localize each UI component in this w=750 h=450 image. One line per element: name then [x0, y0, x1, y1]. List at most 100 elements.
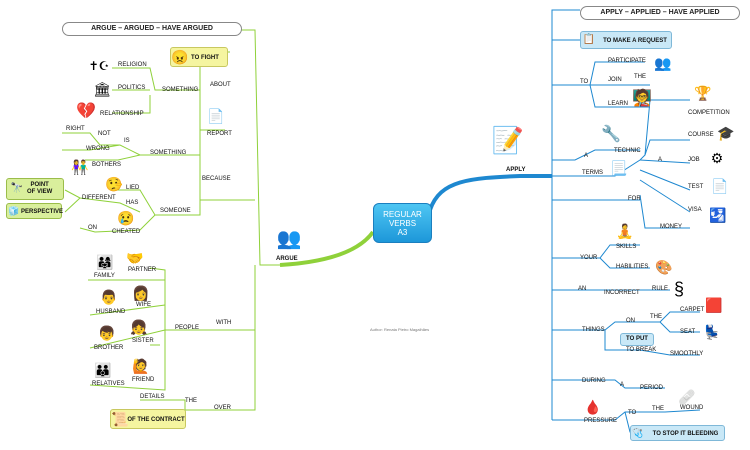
argue-title: ARGUE – ARGUED – HAVE ARGUED — [62, 22, 242, 36]
to-label-stop: TO — [628, 410, 637, 416]
for-label: FOR — [628, 196, 641, 202]
different-label: DIFFERENT — [82, 195, 116, 201]
central-topic[interactable]: REGULAR VERBS A3 — [373, 203, 432, 243]
job-gears-icon: ⚙ — [710, 150, 724, 166]
team-icon: 👥 — [654, 55, 672, 71]
test-label: TEST — [688, 184, 704, 190]
to-put-label: TO PUT — [626, 336, 648, 342]
paint-palette-icon: 🎨 — [655, 259, 673, 275]
wrong-label: WRONG — [86, 146, 110, 152]
to-stop-bleeding-label: TO STOP IT BLEEDING — [652, 431, 719, 437]
perspective-label: PERSPECTIVE — [21, 209, 64, 215]
wound-label: WOUND — [680, 405, 704, 411]
point-of-view-node[interactable]: 🔭 POINT OF VIEW — [6, 178, 64, 200]
visa-label: VISA — [688, 207, 702, 213]
family-icon: 👨‍👩‍👧 — [96, 254, 114, 270]
brother-label: BROTHER — [94, 345, 124, 351]
religion-symbols-icon: ✝☪ — [88, 59, 110, 73]
binoculars-icon: 🔭 — [10, 183, 24, 194]
join-label: JOIN — [608, 77, 622, 83]
center-line-1: REGULAR — [383, 209, 422, 219]
is-label: IS — [124, 138, 130, 144]
perspective-node[interactable]: PERSPECTIVE — [6, 203, 64, 219]
technic-label: TECHNIC — [614, 148, 641, 154]
apply-label: APPLY — [506, 167, 526, 173]
to-stop-bleeding-node[interactable]: TO STOP IT BLEEDING — [630, 425, 725, 441]
because-label: BECAUSE — [202, 176, 231, 182]
a-label-for: A — [658, 157, 663, 163]
smoothly-label: SMOOTHLY — [670, 351, 704, 357]
to-fight-label: TO FIGHT — [191, 55, 219, 61]
lying-face-icon: 🤥 — [105, 176, 123, 192]
job-label: JOB — [688, 157, 700, 163]
your-label: YOUR — [580, 255, 598, 261]
friend-icon: 🙋 — [132, 358, 150, 374]
over-label: OVER — [214, 405, 232, 411]
rule-label: RULE — [652, 286, 669, 292]
passport-icon: 🛂 — [709, 207, 727, 223]
argue-label: ARGUE — [276, 256, 298, 262]
the-label-join: THE — [634, 74, 646, 80]
competition-label: COMPETITION — [688, 110, 730, 116]
partner-label: PARTNER — [128, 267, 157, 273]
terms-label: TERMS — [582, 170, 603, 176]
report-icon: 📄 — [207, 108, 225, 124]
husband-icon: 👨 — [100, 289, 118, 305]
cheated-label: CHEATED — [112, 229, 141, 235]
family-label: FAMILY — [94, 273, 115, 279]
money-label: MONEY — [660, 224, 683, 230]
center-line-3: A3 — [397, 227, 408, 237]
car-seat-icon: 💺 — [703, 324, 721, 340]
during-label: DURING — [582, 378, 606, 384]
course-label: COURSE — [688, 132, 714, 138]
with-label: WITH — [216, 320, 232, 326]
point-of-view-line-2: OF VIEW — [27, 189, 53, 195]
to-make-request-label: TO MAKE A REQUEST — [603, 38, 667, 44]
to-break-label: TO BREAK — [626, 347, 657, 353]
something-label: SOMETHING — [150, 150, 187, 156]
relatives-label: RELATIVES — [92, 381, 125, 387]
politics-label: POLITICS — [118, 85, 146, 91]
the-label-contract: THE — [185, 398, 197, 404]
about-label: ABOUT — [210, 82, 231, 88]
the-label-wound: THE — [652, 406, 664, 412]
of-the-contract-label: OF THE CONTRACT — [127, 417, 185, 423]
contract-icon: 📜 — [111, 411, 129, 427]
relationship-label: RELATIONSHIP — [100, 111, 144, 117]
religion-label: RELIGION — [118, 62, 147, 68]
bandage-icon: 🩹 — [678, 389, 696, 405]
lied-label: LIED — [126, 185, 140, 191]
skills-label: SKILLS — [616, 244, 637, 250]
to-put-node[interactable]: TO PUT — [620, 333, 654, 346]
right-label: RIGHT — [66, 126, 85, 132]
seat-label: SEAT — [680, 329, 696, 335]
incorrect-label: INCORRECT — [604, 290, 640, 296]
relatives-icon: 👪 — [94, 362, 112, 378]
an-label: AN — [578, 286, 587, 292]
a-label-period: A — [620, 382, 625, 388]
on-label: ON — [88, 225, 97, 231]
to-fight-node[interactable]: TO FIGHT — [170, 47, 228, 67]
period-label: PERIOD — [640, 385, 664, 391]
someone-label: SOMEONE — [160, 208, 191, 214]
people-label: PEOPLE — [175, 325, 200, 331]
to-make-request-node[interactable]: TO MAKE A REQUEST — [580, 31, 672, 49]
of-the-contract-node[interactable]: OF THE CONTRACT — [110, 409, 186, 429]
report-label: REPORT — [207, 131, 232, 137]
terms-document-icon: 📃 — [610, 160, 628, 176]
sister-label: SISTER — [132, 338, 154, 344]
angry-face-icon: 😠 — [171, 49, 189, 65]
skills-person-icon: 🧘 — [616, 223, 634, 239]
podium-icon: 🏆 — [694, 85, 712, 101]
cube-icon: 🧊 — [8, 205, 20, 216]
test-sheet-icon: 📄 — [711, 178, 729, 194]
broken-heart-icon: 💔 — [76, 103, 96, 120]
on-label-apply: ON — [626, 318, 635, 324]
carpet-icon: 🟥 — [705, 297, 723, 313]
sister-icon: 👧 — [130, 319, 148, 335]
pressure-label: PRESSURE — [584, 418, 618, 424]
tools-icon: 🔧 — [601, 126, 621, 143]
handshake-icon: 🤝 — [126, 250, 144, 266]
